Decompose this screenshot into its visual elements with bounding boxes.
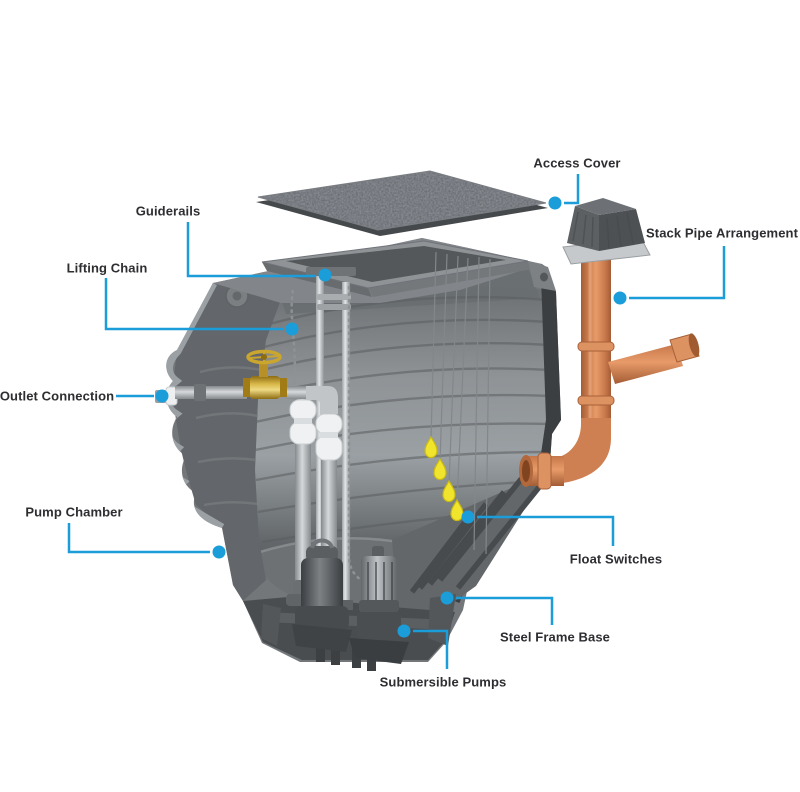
- callout-submersible-pumps: [397, 624, 449, 669]
- callout-dot-stack-pipe: [613, 291, 627, 305]
- callout-lifting-chain: [104, 278, 299, 336]
- label-access-cover: Access Cover: [533, 155, 621, 171]
- callout-steel-frame-base: [440, 591, 554, 625]
- float-switch-teardrops: [424, 435, 464, 522]
- callout-guiderails: [186, 222, 332, 282]
- pump-left: [292, 538, 352, 652]
- callout-dot-access-cover: [548, 196, 562, 210]
- label-float-switches: Float Switches: [569, 551, 663, 567]
- access-cover-illustration: [256, 170, 548, 236]
- callout-outlet-connection: [116, 389, 169, 403]
- stack-pipe-cap: [562, 198, 651, 265]
- callout-float-switches: [461, 510, 615, 546]
- label-steel-frame-base: Steel Frame Base: [500, 629, 610, 645]
- pump-right: [349, 546, 409, 664]
- stack-pipe-illustration: [519, 250, 700, 490]
- callout-dot-pump-chamber: [212, 545, 226, 559]
- submersible-pumps-illustration: [292, 538, 409, 664]
- label-lifting-chain: Lifting Chain: [66, 260, 148, 276]
- label-stack-pipe: Stack Pipe Arrangement: [646, 225, 798, 241]
- float-switches-illustration: [424, 251, 491, 555]
- callout-stack-pipe: [613, 246, 726, 305]
- label-guiderails: Guiderails: [135, 203, 201, 219]
- callout-dot-guiderails: [318, 268, 332, 282]
- callout-dot-float-switches: [461, 510, 475, 524]
- label-pump-chamber: Pump Chamber: [25, 504, 123, 520]
- callout-access-cover: [548, 174, 580, 210]
- brass-valve: [243, 349, 287, 399]
- callout-dot-lifting-chain: [285, 322, 299, 336]
- callout-dot-outlet-connection: [155, 389, 169, 403]
- label-submersible-pumps: Submersible Pumps: [379, 674, 507, 690]
- callout-dot-submersible-pumps: [397, 624, 411, 638]
- callout-dot-steel-frame-base: [440, 591, 454, 605]
- callout-pump-chamber: [67, 523, 226, 559]
- label-outlet-connection: Outlet Connection: [0, 388, 115, 404]
- callout-leaders: [67, 174, 726, 669]
